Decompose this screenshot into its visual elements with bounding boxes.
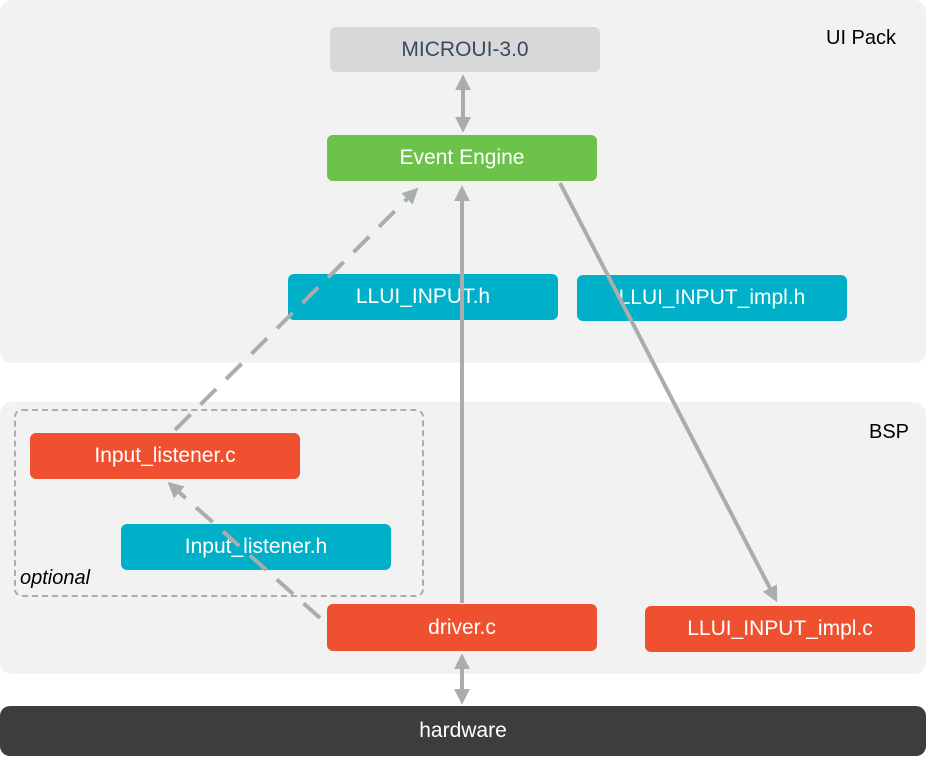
driver-c-box: driver.c <box>327 604 597 651</box>
optional-label: optional <box>20 567 91 589</box>
hardware-bar: hardware <box>0 706 926 756</box>
llui-input-h-box: LLUI_INPUT.h <box>288 274 558 320</box>
ui-pack-label: UI Pack <box>826 27 897 49</box>
llui-input-impl-h-box: LLUI_INPUT_impl.h <box>577 275 847 321</box>
bsp-label: BSP <box>869 421 910 443</box>
microui-box: MICROUI-3.0 <box>330 27 600 72</box>
input-listener-c-box: Input_listener.c <box>30 433 300 479</box>
event-engine-box: Event Engine <box>327 135 597 181</box>
input-listener-h-box: Input_listener.h <box>121 524 391 570</box>
llui-input-impl-c-box: LLUI_INPUT_impl.c <box>645 606 915 652</box>
